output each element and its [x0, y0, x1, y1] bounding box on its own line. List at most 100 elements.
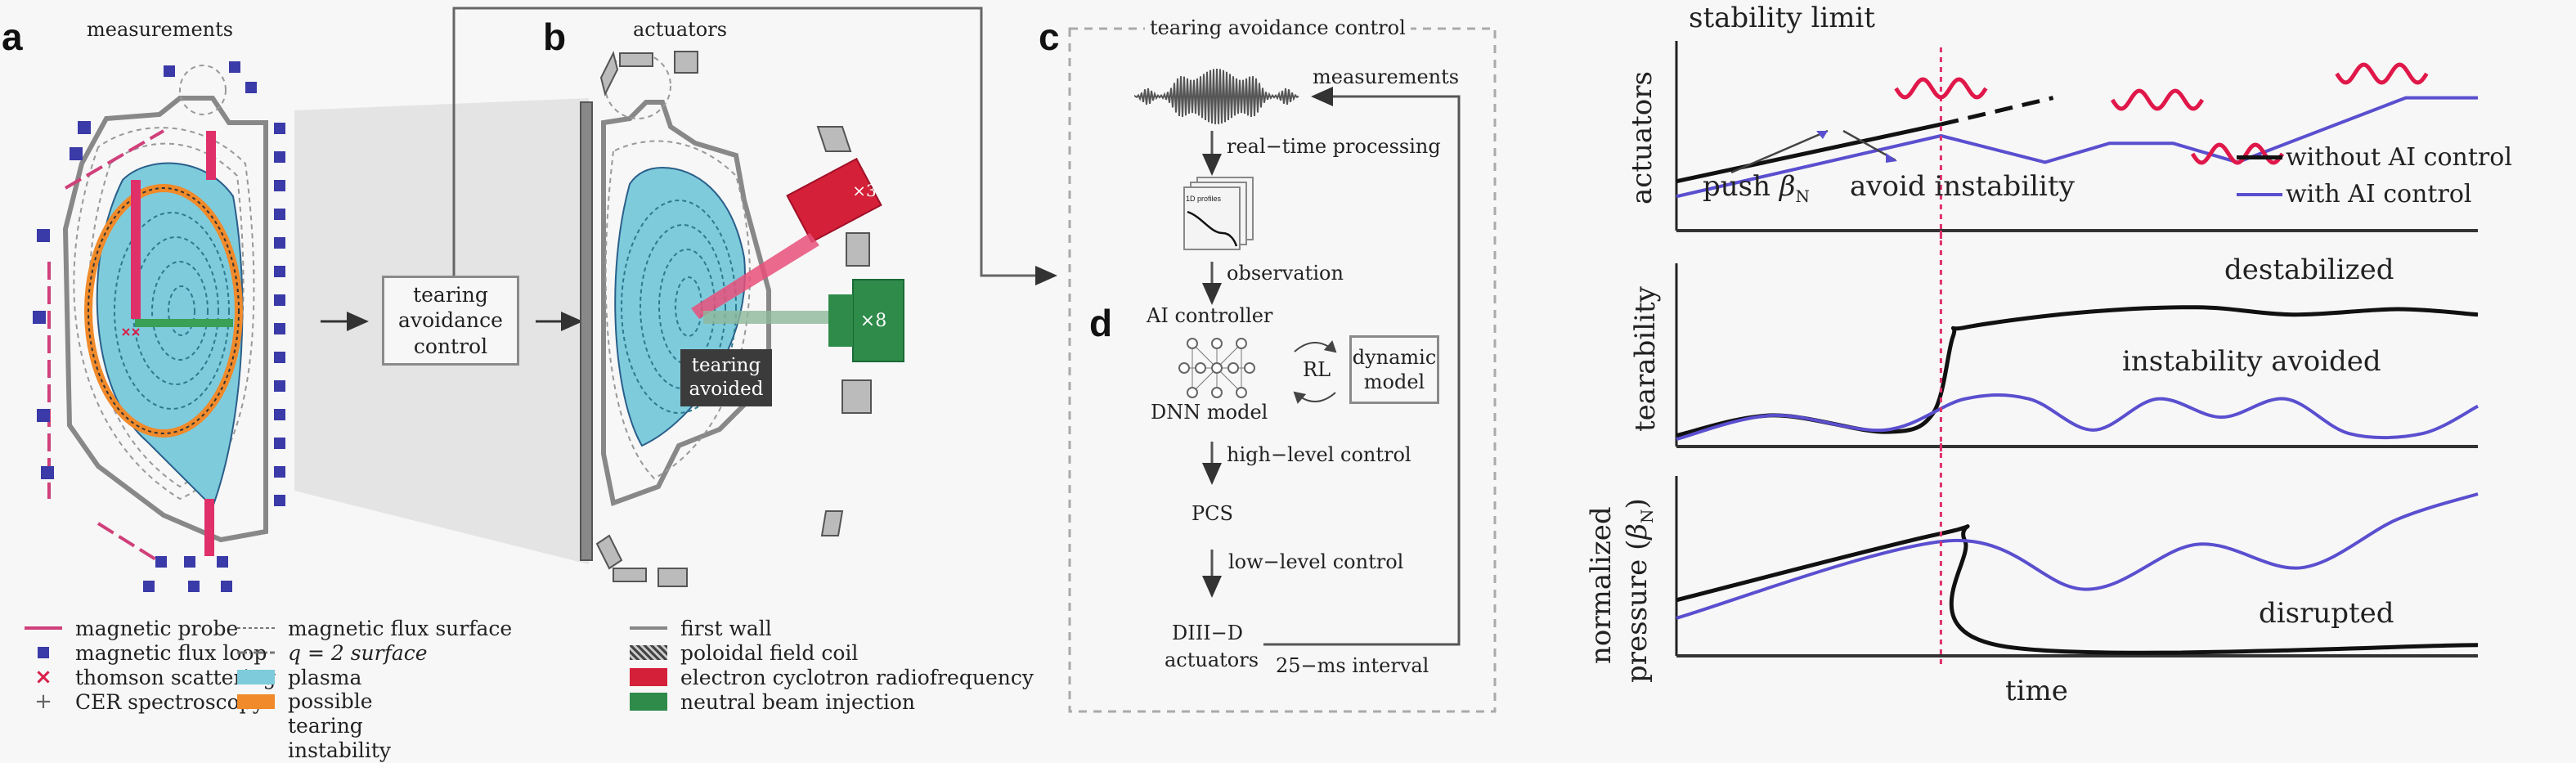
legend-label: poloidal field coil [680, 640, 859, 665]
avoid-instability-arrowhead [1886, 153, 1897, 163]
legend-ecrf: electron cyclotron radiofrequency [630, 665, 1034, 689]
ecrf-icon [630, 668, 667, 686]
flow-high-level-control: high−level control [1227, 443, 1411, 466]
legend-thomson-scattering: × thomson scattering [25, 665, 276, 689]
flow-measurements: measurements [1313, 65, 1460, 88]
legend-q2-surface: q = 2 surface [237, 640, 428, 665]
tearing-avoided-label: tearing avoided [680, 349, 772, 406]
legend-without-ai-line-icon [2237, 155, 2282, 159]
diiid-actuators-label: actuators [1165, 649, 1259, 671]
panel-d-label: d [1089, 302, 1113, 344]
chart3-ylabel-line1: normalized [1585, 506, 1618, 664]
panel-a-title: measurements [87, 18, 234, 41]
rl-label: RL [1303, 358, 1331, 381]
magnetic-probe-icon [25, 619, 62, 637]
tokamak-actuators-diagram [580, 51, 904, 587]
first-wall-icon [630, 619, 667, 637]
flow-low-level-control: low−level control [1228, 550, 1404, 573]
instability-wave-marker [2335, 62, 2429, 85]
panel-b-title: actuators [633, 18, 728, 41]
interval-label: 25−ms interval [1276, 654, 1429, 677]
panel-a-label: a [2, 16, 23, 58]
diiid-label: DIII−D [1172, 622, 1244, 644]
legend-label: magnetic probe [75, 616, 239, 640]
panel-c-title: tearing avoidance control [1145, 16, 1411, 39]
box-line-3: control [413, 334, 488, 358]
flow-arrows [321, 7, 1057, 331]
chart1-title: stability limit [1689, 2, 1875, 34]
signal-waveform-icon [1134, 68, 1299, 124]
legend-label: first wall [680, 616, 772, 640]
cer-spectroscopy-icon: + [34, 689, 52, 714]
chart2-ylabel: tearability [1629, 286, 1662, 432]
legend-nbi: neutral beam injection [630, 689, 915, 714]
chart3-ylabel-line2: pressure (βN) [1621, 498, 1657, 683]
legend-label: q = 2 surface [288, 640, 428, 665]
profiles-label: 1D profiles [1186, 195, 1222, 203]
control-flow-arrows [1202, 87, 1461, 646]
legend-label: electron cyclotron radiofrequency [680, 665, 1034, 689]
legend-plasma: plasma [237, 665, 361, 689]
ecrf-count: ×3 [852, 180, 877, 200]
chart1-annotation-avoid: avoid instability [1850, 170, 2075, 203]
tokamak-measurements-diagram [33, 61, 285, 592]
legend-cer-spectroscopy: + CER spectroscopy [25, 689, 264, 714]
chart1-annotation-push: push βN [1703, 170, 1810, 206]
box-line-2: avoidance [398, 308, 503, 333]
legend-label: CER spectroscopy [75, 689, 264, 714]
stability-charts [1675, 41, 2479, 664]
chart1-ylabel: actuators [1626, 71, 1658, 204]
chart2-annotation-destabilized: destabilized [2224, 254, 2394, 286]
legend-label: magnetic flux loop [75, 640, 267, 665]
legend-label: magnetic flux surface [288, 616, 513, 640]
legend-magnetic-flux-loop: magnetic flux loop [25, 640, 267, 665]
flow-observation: observation [1227, 262, 1344, 285]
chart2-annotation-avoided: instability avoided [2122, 345, 2381, 378]
instability-wave-marker [2110, 88, 2205, 111]
legend-with-ai: with AI control [2237, 180, 2471, 209]
legend-with-ai-label: with AI control [2286, 180, 2472, 209]
chart1-series-with-ai [1676, 96, 2478, 199]
chart3-annotation-disrupted: disrupted [2259, 597, 2394, 630]
dnn-model-label: DNN model [1151, 401, 1268, 424]
thomson-scattering-icon: × [34, 665, 52, 689]
poloidal-field-coil-icon [630, 644, 667, 662]
neural-network-icon [1178, 338, 1255, 398]
plasma-icon [237, 668, 275, 686]
push-beta-arrowhead [1816, 131, 1828, 139]
chart3-series-without-ai [1676, 524, 2479, 655]
dynamic-model-line1: dynamic [1352, 346, 1437, 369]
tearing-avoidance-control-box: tearing avoidance control [382, 276, 519, 366]
chart1-stability-limit-extrapolation [1940, 96, 2054, 127]
magnetic-flux-surface-icon [237, 619, 275, 637]
nbi-actuator [852, 279, 904, 362]
tearing-instability-icon [237, 693, 275, 711]
push-beta-arrow [1730, 129, 1829, 174]
legend-label: neutral beam injection [680, 689, 916, 714]
ai-controller-label: AI controller [1147, 304, 1273, 327]
pcs-label: PCS [1192, 502, 1233, 525]
dynamic-model-line2: model [1363, 370, 1425, 393]
legend-magnetic-flux-surface: magnetic flux surface [237, 616, 512, 640]
flow-realtime-processing: real−time processing [1227, 135, 1441, 158]
magnetic-flux-loop-icon [25, 644, 62, 662]
instability-wave-marker [1894, 77, 1988, 100]
nbi-count: ×8 [859, 311, 887, 332]
chart2-series-with-ai [1676, 393, 2479, 441]
tearing-avoided-line1: tearing [691, 355, 761, 377]
chart1-series-without-ai [1676, 122, 1941, 184]
panel-c-label: c [1039, 16, 1060, 58]
legend-first-wall: first wall [630, 616, 772, 640]
tearing-avoided-line2: avoided [689, 379, 764, 400]
legend-without-ai: without AI control [2237, 143, 2512, 172]
ecrf-actuator [786, 157, 882, 244]
box-line-1: tearing [413, 283, 488, 307]
chart3-xlabel: time [2005, 675, 2068, 707]
q2-surface-icon [237, 644, 275, 662]
legend-label: plasma [288, 665, 362, 689]
dynamic-model-box: dynamic model [1349, 335, 1439, 404]
rl-cycle-arrows-icon [1293, 340, 1337, 404]
legend-poloidal-field-coil: poloidal field coil [630, 640, 858, 665]
profiles-stack-icon [1183, 177, 1254, 250]
legend-magnetic-probe: magnetic probe [25, 616, 238, 640]
